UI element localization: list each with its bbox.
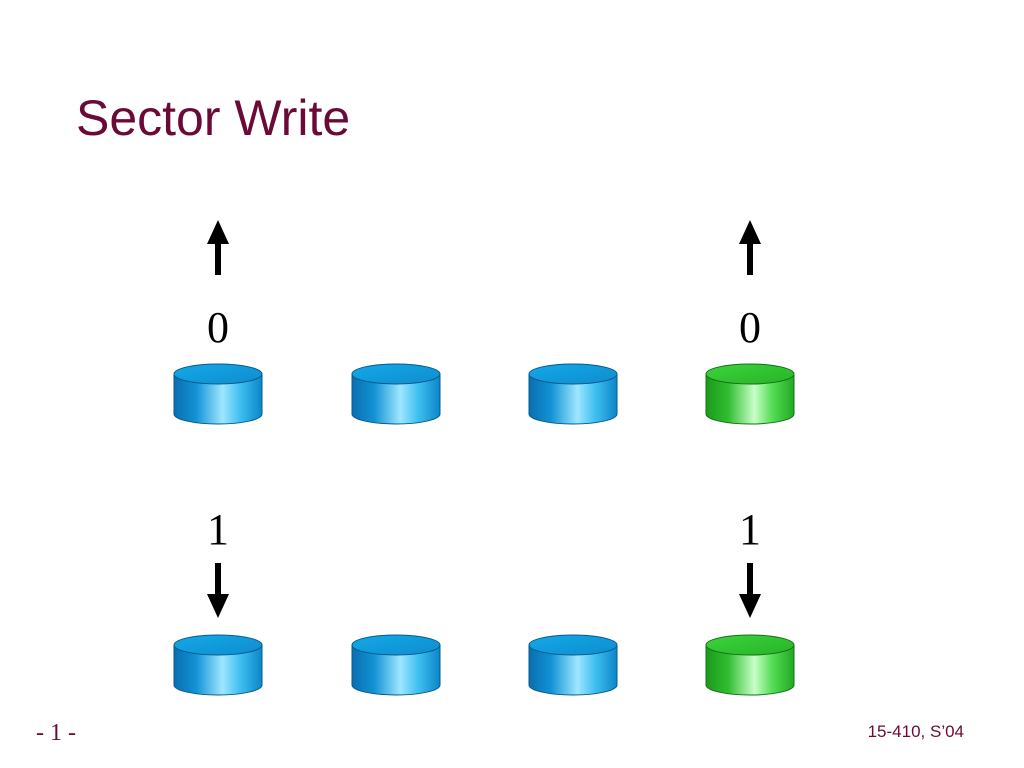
data-disk-row1-col2 <box>351 363 441 425</box>
data-disk-row2-col3 <box>528 634 618 696</box>
course-label: 15-410, S’04 <box>867 722 964 741</box>
data-disk-row2-col2 <box>351 634 441 696</box>
bit-label-row2-col4: 1 <box>739 505 761 554</box>
arrow-down-icon <box>739 563 761 618</box>
page-number: - 1 - <box>36 720 76 746</box>
slide-title: Sector Write <box>76 90 351 146</box>
data-disk-row1-col3 <box>528 363 618 425</box>
data-disk-row2-col1 <box>173 634 263 696</box>
bit-label-row1-col1: 0 <box>207 303 229 352</box>
arrow-up-icon <box>739 220 761 275</box>
parity-disk-row2-col4 <box>705 634 795 696</box>
parity-disk-row1-col4 <box>705 363 795 425</box>
bit-label-row2-col1: 1 <box>207 505 229 554</box>
arrow-up-icon <box>207 220 229 275</box>
bit-label-row1-col4: 0 <box>739 303 761 352</box>
data-disk-row1-col1 <box>173 363 263 425</box>
arrow-down-icon <box>207 563 229 618</box>
